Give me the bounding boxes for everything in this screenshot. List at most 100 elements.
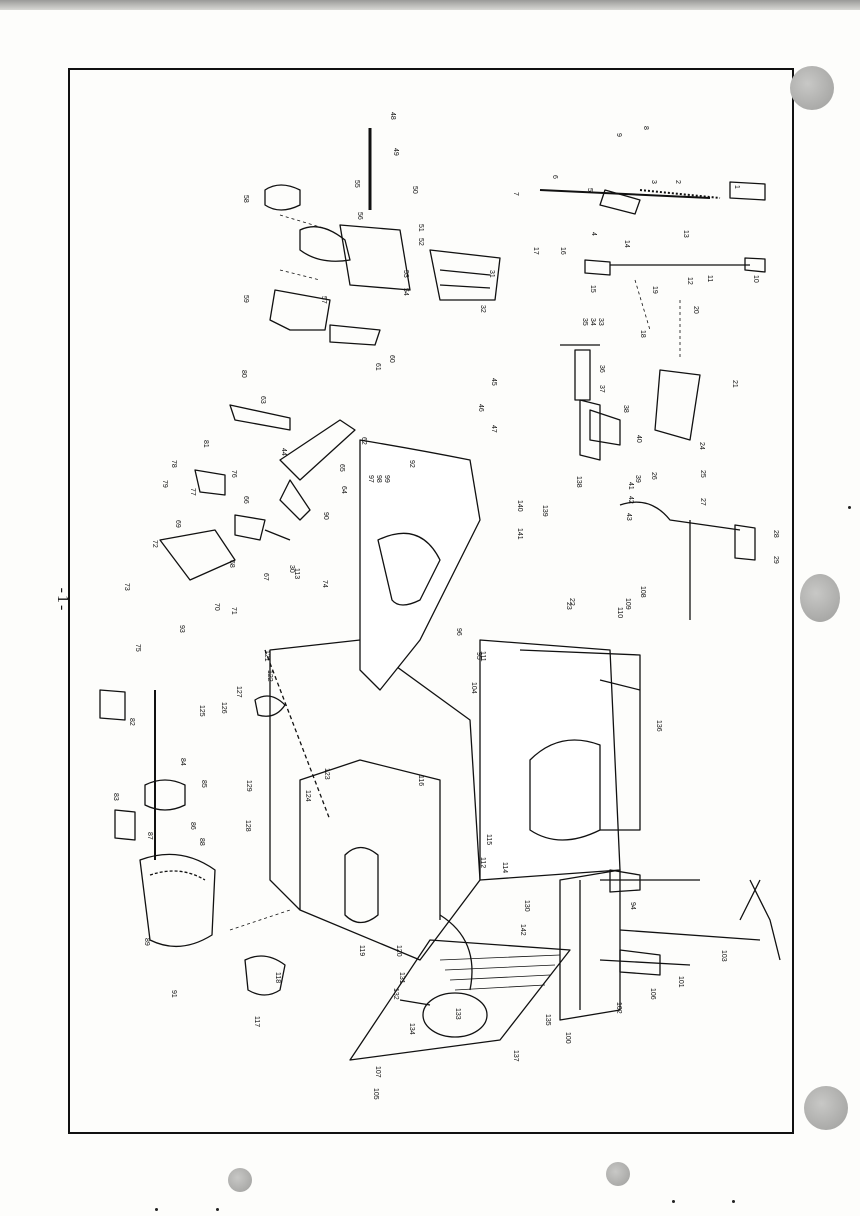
callout: 40 [635, 435, 642, 443]
callout: 52 [417, 238, 424, 246]
lower-left-parts [99, 649, 331, 996]
callout: 75 [134, 644, 141, 652]
callout: 136 [655, 720, 662, 732]
callout: 8 [642, 126, 649, 130]
callout: 9 [615, 133, 622, 137]
callout: 45 [490, 378, 497, 386]
callout: 91 [170, 990, 177, 998]
callout: 86 [189, 822, 196, 830]
callout: 5 [586, 188, 593, 192]
callout: 116 [417, 775, 424, 786]
callout: 131 [398, 972, 405, 984]
callout: 17 [532, 247, 539, 255]
callout: 22 [568, 598, 575, 606]
callout: 108 [639, 586, 646, 598]
main-housing [269, 439, 641, 961]
callout: 96 [455, 628, 462, 636]
callout: 35 [581, 318, 588, 326]
callout: 104 [470, 682, 477, 694]
callout: 18 [639, 330, 646, 338]
callout: 74 [321, 580, 328, 588]
callout: 43 [625, 513, 632, 521]
callout: 49 [392, 148, 399, 156]
callout: 30 [288, 565, 295, 573]
callout: 97 [367, 475, 374, 483]
punch-hole [606, 1162, 630, 1186]
callout: 119 [358, 945, 365, 956]
callout: 59 [242, 295, 249, 303]
callout: 115 [485, 834, 492, 845]
callout: 128 [244, 820, 251, 832]
callout: 36 [598, 365, 605, 373]
callout-labels: 1 2 3 4 5 6 7 8 9 10 11 12 13 14 15 16 1… [112, 112, 779, 1100]
callout: 88 [198, 838, 205, 846]
callout: 47 [490, 425, 497, 433]
callout: 123 [323, 768, 330, 780]
punch-hole [804, 1086, 848, 1130]
scan-edge-strip [0, 0, 860, 10]
base-plate [349, 869, 621, 1061]
callout: 98 [375, 475, 382, 483]
callout: 14 [623, 240, 630, 248]
callout: 89 [143, 938, 150, 946]
punch-hole [228, 1168, 252, 1192]
callout: 124 [304, 790, 311, 802]
callout: 132 [392, 988, 399, 1000]
callout: 72 [151, 540, 158, 548]
callout: 19 [651, 286, 658, 294]
callout: 103 [720, 950, 727, 962]
callout: 100 [564, 1032, 571, 1044]
callout: 81 [202, 440, 209, 448]
callout: 33 [597, 318, 604, 326]
callout: 32 [479, 305, 486, 313]
callout: 41 [627, 482, 634, 490]
callout: 84 [179, 758, 186, 766]
callout: 82 [128, 718, 135, 726]
callout: 129 [245, 780, 252, 792]
speck [672, 1200, 675, 1203]
callout: 15 [589, 285, 596, 293]
callout: 134 [408, 1023, 415, 1035]
punch-hole [790, 66, 834, 110]
diagram-frame [68, 68, 794, 1134]
callout: 51 [417, 224, 424, 232]
callout: 93 [178, 625, 185, 633]
callout: 67 [262, 573, 269, 581]
callout: 111 [479, 651, 486, 662]
callout: 44 [280, 448, 287, 456]
punch-hole [800, 574, 840, 622]
callout: 21 [731, 380, 738, 388]
callout: 64 [340, 486, 347, 494]
callout: 13 [682, 230, 689, 238]
callout: 61 [374, 363, 381, 371]
callout: 63 [259, 396, 266, 404]
callout: 7 [512, 192, 519, 196]
callout: 50 [411, 186, 418, 194]
callout: 56 [356, 212, 363, 220]
callout: 54 [402, 288, 409, 296]
callout: 4 [590, 232, 597, 236]
callout: 142 [519, 924, 526, 936]
callout: 133 [454, 1008, 461, 1020]
callout: 69 [174, 520, 181, 528]
callout: 126 [220, 702, 227, 714]
callout: 60 [388, 355, 395, 363]
speck [848, 506, 851, 509]
callout: 109 [624, 598, 631, 610]
callout: 87 [146, 832, 153, 840]
callout: 106 [649, 988, 656, 1000]
callout: 70 [213, 603, 220, 611]
callout: 1 [733, 185, 740, 189]
callout: 78 [170, 460, 177, 468]
callout: 101 [677, 976, 684, 988]
callout: 66 [242, 496, 249, 504]
callout: 27 [699, 498, 706, 506]
callout: 113 [293, 568, 300, 579]
callout: 10 [752, 275, 759, 283]
callout: 48 [389, 112, 396, 120]
callout: 122 [266, 670, 273, 682]
callout: 130 [523, 900, 530, 912]
callout: 3 [650, 180, 657, 184]
callout: 39 [634, 475, 641, 483]
